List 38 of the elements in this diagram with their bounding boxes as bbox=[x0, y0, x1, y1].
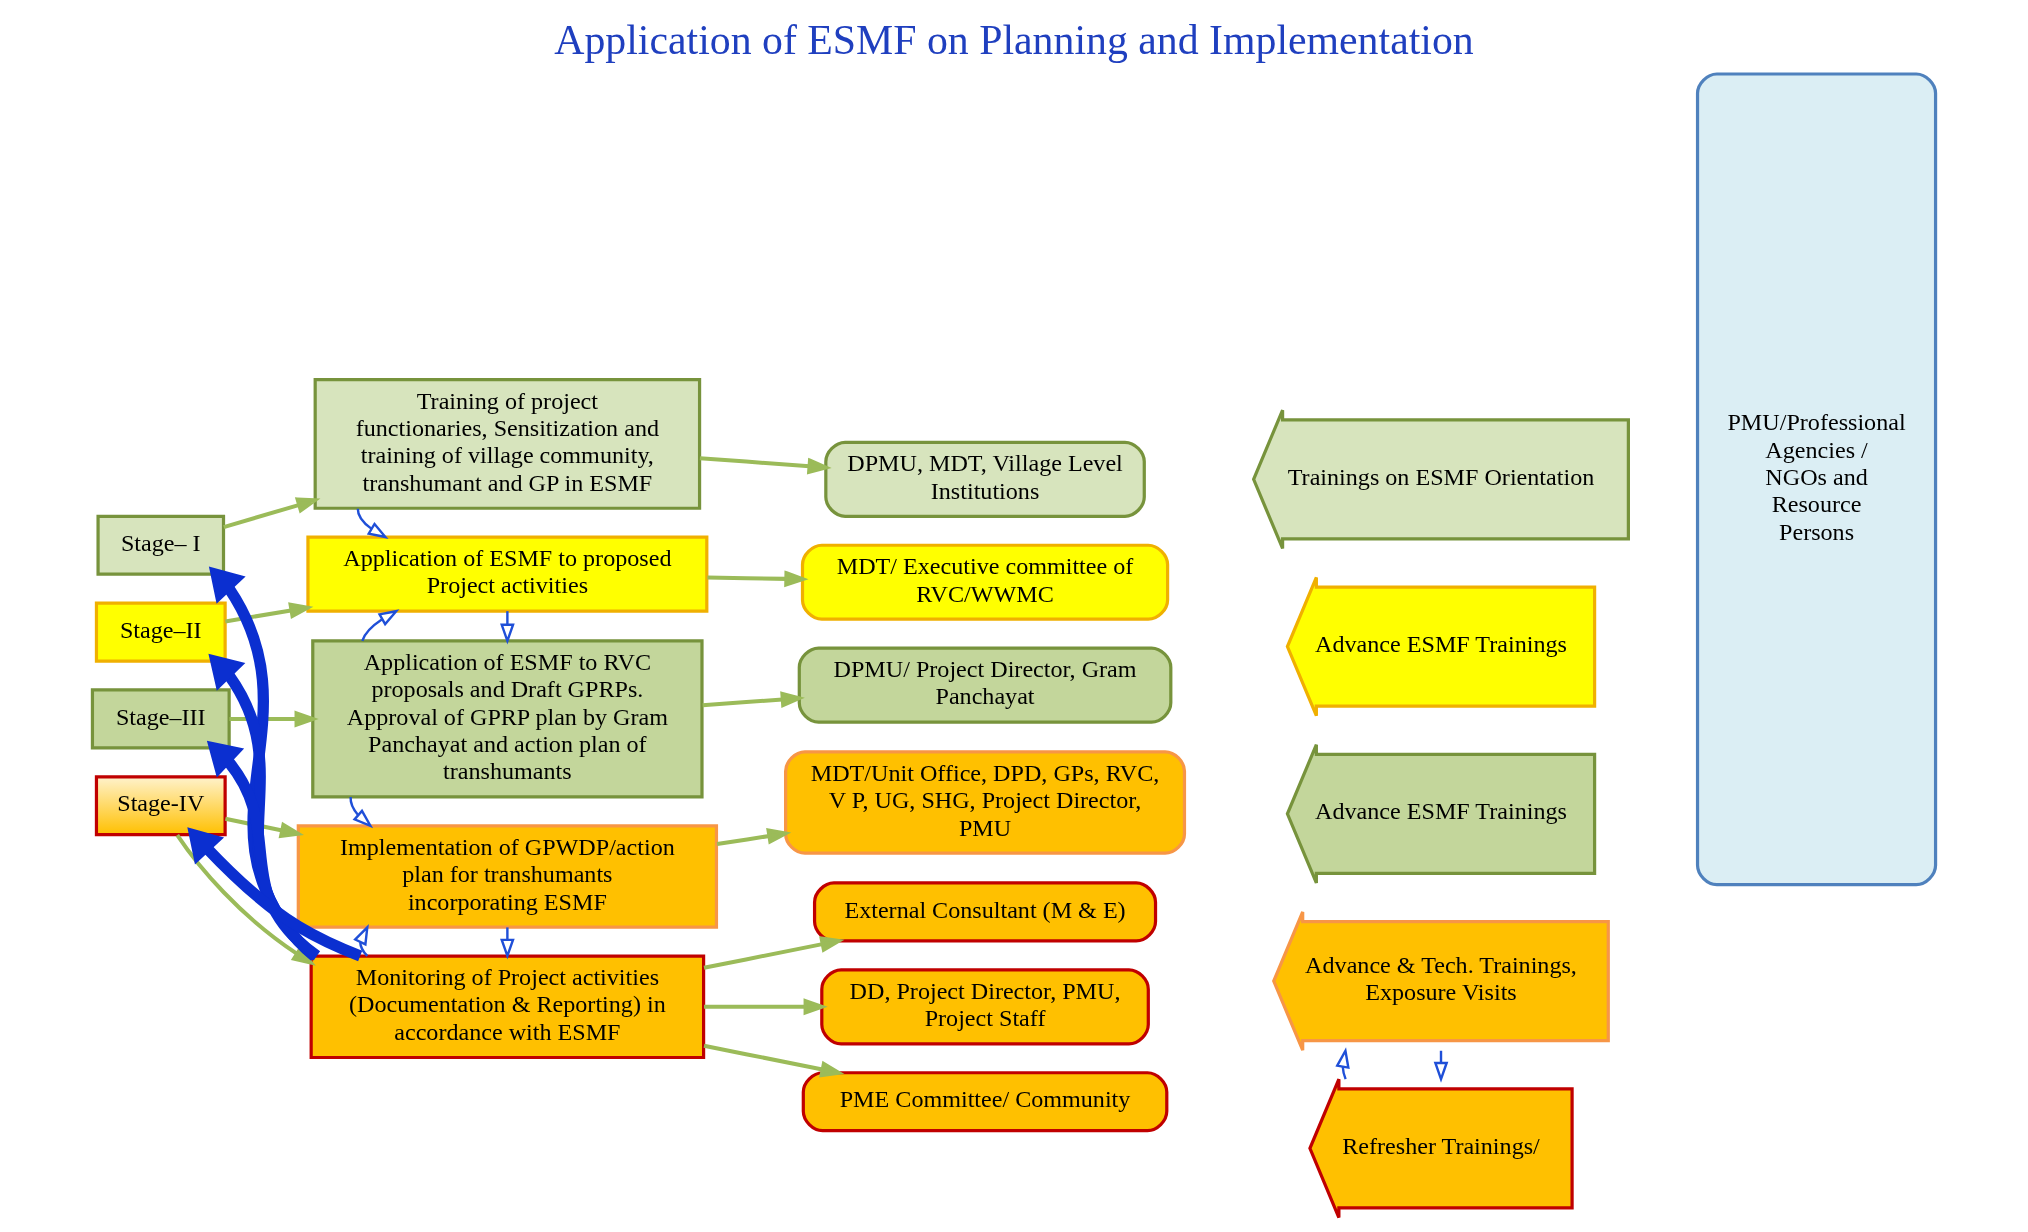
node-box: MDT/Unit Office, DPD, GPs, RVC, V P, UG, SHG, Project Director, PMU bbox=[784, 750, 1187, 855]
node-box: Application of ESMF to proposed Project activities bbox=[306, 535, 709, 613]
node-box: PME Committee/ Community bbox=[801, 1071, 1169, 1133]
node-box: Stage– I bbox=[96, 514, 226, 576]
arrow bbox=[206, 740, 321, 961]
arrow bbox=[349, 796, 374, 829]
arrow bbox=[225, 602, 314, 624]
arrow bbox=[353, 924, 369, 957]
node-box: PMU/Professional Agencies / NGOs and Resource Persons bbox=[1695, 72, 1938, 887]
arrow bbox=[704, 998, 828, 1016]
node-box: Monitoring of Project activities (Documentation & Reporting) in accordance with ESMF bbox=[309, 954, 706, 1060]
node-box: Stage–III bbox=[90, 688, 231, 750]
arrow bbox=[356, 508, 389, 539]
arrow bbox=[707, 570, 809, 588]
arrow bbox=[208, 653, 319, 961]
node-box: Stage–II bbox=[94, 601, 227, 663]
node-box: MDT/ Executive committee of RVC/WWMC bbox=[800, 543, 1170, 621]
arrow bbox=[361, 609, 400, 642]
arrow bbox=[208, 566, 318, 961]
node-box: DPMU/ Project Director, Gram Panchayat bbox=[797, 646, 1173, 724]
node-box: Implementation of GPWDP/action plan for transhumants incorporating ESMF bbox=[296, 824, 719, 929]
node-box: DD, Project Director, PMU, Project Staff bbox=[820, 968, 1150, 1046]
arrow bbox=[716, 827, 792, 847]
arrow bbox=[703, 936, 845, 970]
node-box: External Consultant (M & E) bbox=[812, 881, 1158, 943]
node-box: Training of project functionaries, Sensitization and training of village community, transhumant and GP in ESMF bbox=[313, 377, 702, 510]
node-box: Application of ESMF to RVC proposals and Draft GPRPs. Approval of GPRP plan by Gram Panchayat and action plan of transhumants bbox=[311, 639, 704, 799]
arrow bbox=[175, 833, 316, 966]
diagram-title: Application of ESMF on Planning and Implementation bbox=[554, 17, 1474, 64]
arrow bbox=[702, 691, 805, 708]
arrow bbox=[223, 497, 321, 530]
arrow bbox=[500, 927, 515, 960]
node-box: DPMU, MDT, Village Level Institutions bbox=[824, 440, 1146, 518]
node-box: Stage-IV bbox=[94, 775, 227, 837]
arrow bbox=[703, 1043, 845, 1078]
arrow bbox=[187, 827, 363, 962]
arrow bbox=[500, 611, 515, 645]
arrow bbox=[699, 456, 832, 475]
